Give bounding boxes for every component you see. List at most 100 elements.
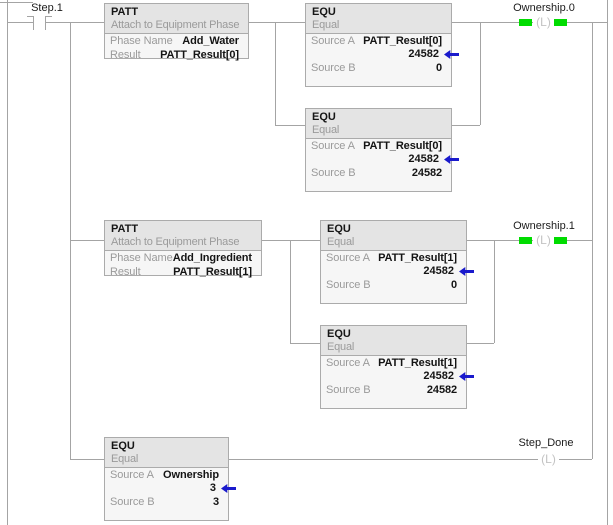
instruction-header: EQU Equal — [306, 4, 451, 34]
operand-current-value: 24582 — [408, 48, 439, 60]
instruction-header: PATT Attach to Equipment Phase — [105, 221, 261, 251]
operand-label: Source A — [326, 252, 370, 264]
operand-label: Phase Name — [110, 252, 173, 264]
branch-wire — [450, 125, 480, 126]
operand-label: Source B — [326, 384, 371, 396]
operand-value[interactable]: 0 — [450, 279, 457, 291]
operand-label: Source A — [326, 357, 370, 369]
instruction-header: PATT Attach to Equipment Phase — [105, 4, 248, 34]
instruction-name: EQU — [327, 223, 351, 235]
operand-row: Source B 3 — [105, 495, 228, 509]
operand-value[interactable]: 0 — [435, 62, 442, 74]
operand-row: Source A Ownership — [105, 468, 228, 482]
operand-label: Result — [110, 49, 141, 61]
operand-row: Source A PATT_Result[1] — [321, 356, 466, 370]
operand-value[interactable]: 24582 — [411, 167, 442, 179]
equ-instruction-3[interactable]: EQU Equal Source A PATT_Result[1] 24582 … — [320, 220, 474, 304]
instruction-name: EQU — [312, 6, 336, 18]
operand-value[interactable]: 3 — [212, 496, 219, 508]
equ-instruction-2[interactable]: EQU Equal Source A PATT_Result[0] 24582 … — [305, 108, 459, 192]
contact-tag-label[interactable]: Step.1 — [31, 2, 63, 14]
instruction-description: Attach to Equipment Phase — [111, 236, 240, 248]
coil-tag-label[interactable]: Ownership.0 — [513, 2, 575, 14]
instruction-header: EQU Equal — [306, 109, 451, 139]
value-arrow-icon — [459, 372, 474, 381]
operand-row: Phase Name Add_Ingredient — [105, 251, 261, 265]
latch-coil-icon: (L) — [533, 234, 554, 247]
operand-value[interactable]: PATT_Result[1] — [173, 266, 252, 278]
operand-current-value-row: 24582 — [321, 265, 474, 278]
branch-wire — [290, 343, 320, 344]
sub-branch-open-rail — [290, 240, 291, 343]
operand-current-value-row: 24582 — [306, 48, 459, 61]
operand-current-value: 3 — [209, 482, 216, 494]
operand-value[interactable]: Add_Ingredient — [172, 252, 252, 264]
operand-current-value: 24582 — [408, 153, 439, 165]
instruction-name: PATT — [111, 6, 139, 18]
value-arrow-icon — [459, 267, 474, 276]
operand-value[interactable]: PATT_Result[1] — [378, 252, 457, 264]
instruction-description: Attach to Equipment Phase — [111, 19, 240, 31]
operand-label: Source B — [311, 62, 356, 74]
operand-label: Result — [110, 266, 141, 278]
operand-row: Source A PATT_Result[0] — [306, 34, 451, 48]
branch-wire — [275, 125, 305, 126]
operand-value[interactable]: PATT_Result[1] — [378, 357, 457, 369]
equ-instruction-5[interactable]: EQU Equal Source A Ownership 3 Source B … — [104, 437, 236, 521]
contact-right-bar — [45, 16, 46, 30]
power-flow-indicator — [554, 237, 567, 244]
contact-left-cap — [27, 16, 34, 17]
instruction-name: PATT — [111, 223, 139, 235]
operand-value[interactable]: 24582 — [426, 384, 457, 396]
equ-instruction-1[interactable]: EQU Equal Source A PATT_Result[0] 24582 … — [305, 3, 459, 87]
operand-current-value-row: 3 — [105, 482, 236, 495]
operand-current-value: 24582 — [423, 370, 454, 382]
instruction-name: EQU — [111, 440, 135, 452]
instruction-header: EQU Equal — [321, 221, 466, 251]
coil-tag-label[interactable]: Step_Done — [518, 437, 574, 449]
operand-label: Source A — [311, 35, 355, 47]
operand-label: Source B — [110, 496, 155, 508]
operand-row: Source B 24582 — [306, 166, 451, 180]
coil-tag-label[interactable]: Ownership.1 — [513, 220, 575, 232]
operand-row: Phase Name Add_Water — [105, 34, 248, 48]
operand-label: Source A — [311, 140, 355, 152]
instruction-description: Equal — [312, 19, 340, 31]
right-power-rail — [607, 0, 608, 525]
operand-value[interactable]: PATT_Result[0] — [160, 49, 239, 61]
operand-row: Result PATT_Result[1] — [105, 265, 261, 279]
power-flow-indicator — [519, 237, 532, 244]
instruction-description: Equal — [312, 124, 340, 136]
branch-close-rail — [592, 22, 593, 459]
patt-instruction-1[interactable]: PATT Attach to Equipment Phase Phase Nam… — [104, 3, 249, 62]
operand-current-value-row: 24582 — [321, 370, 474, 383]
instruction-description: Equal — [327, 341, 355, 353]
operand-value[interactable]: Ownership — [163, 469, 219, 481]
operand-value[interactable]: Add_Water — [182, 35, 239, 47]
operand-label: Phase Name — [110, 35, 173, 47]
operand-label: Source B — [326, 279, 371, 291]
operand-label: Source A — [110, 469, 154, 481]
operand-value[interactable]: PATT_Result[0] — [363, 140, 442, 152]
branch-wire — [465, 343, 494, 344]
value-arrow-icon — [444, 50, 459, 59]
instruction-name: EQU — [327, 328, 351, 340]
operand-row: Source B 0 — [321, 278, 466, 292]
operand-current-value-row: 24582 — [306, 153, 459, 166]
equ-instruction-4[interactable]: EQU Equal Source A PATT_Result[1] 24582 … — [320, 325, 474, 409]
operand-row: Result PATT_Result[0] — [105, 48, 248, 62]
left-power-rail — [7, 0, 8, 525]
power-flow-indicator — [519, 19, 532, 26]
instruction-header: EQU Equal — [321, 326, 466, 356]
rung-wire — [8, 22, 33, 23]
value-arrow-icon — [444, 155, 459, 164]
latch-coil-icon: (L) — [538, 453, 559, 466]
operand-row: Source B 0 — [306, 61, 451, 75]
contact-left-bar — [33, 16, 34, 30]
instruction-description: Equal — [327, 236, 355, 248]
value-arrow-icon — [221, 484, 236, 493]
operand-value[interactable]: PATT_Result[0] — [363, 35, 442, 47]
operand-label: Source B — [311, 167, 356, 179]
patt-instruction-2[interactable]: PATT Attach to Equipment Phase Phase Nam… — [104, 220, 262, 279]
